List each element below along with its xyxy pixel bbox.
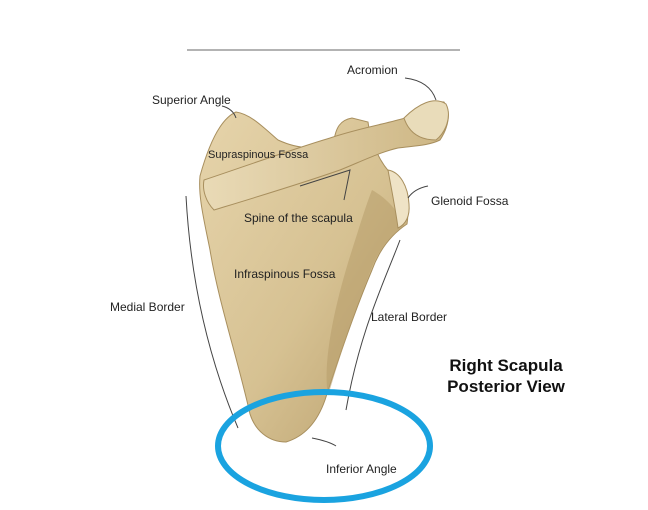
leader-lines: [185, 77, 437, 447]
label-spine: Spine of the scapula: [244, 211, 353, 225]
leader-lateral-border: [345, 239, 401, 411]
leader-inferior-angle: [311, 437, 337, 447]
label-glenoid-fossa: Glenoid Fossa: [431, 194, 509, 208]
lateral-shading: [326, 190, 404, 396]
leader-glenoid-fossa: [407, 185, 429, 199]
label-superior-angle: Superior Angle: [152, 93, 231, 107]
leader-spine: [299, 169, 351, 201]
leader-acromion: [404, 77, 437, 101]
diagram-title-line2: Posterior View: [447, 377, 565, 396]
label-supraspinous-fossa: Supraspinous Fossa: [208, 149, 309, 161]
label-medial-border: Medial Border: [110, 300, 185, 314]
label-acromion: Acromion: [347, 63, 398, 77]
leader-superior-angle: [221, 105, 237, 119]
scapula-spine-shape: [203, 101, 449, 211]
label-inferior-angle: Inferior Angle: [326, 462, 397, 476]
acromion-shape: [403, 100, 449, 141]
leader-medial-border: [185, 195, 239, 429]
glenoid-fossa-shape: [387, 169, 410, 229]
diagram-title-line1: Right Scapula: [449, 356, 563, 375]
label-lateral-border: Lateral Border: [371, 310, 448, 324]
label-infraspinous-fossa: Infraspinous Fossa: [234, 267, 336, 281]
inferior-angle-highlight: [215, 389, 433, 503]
